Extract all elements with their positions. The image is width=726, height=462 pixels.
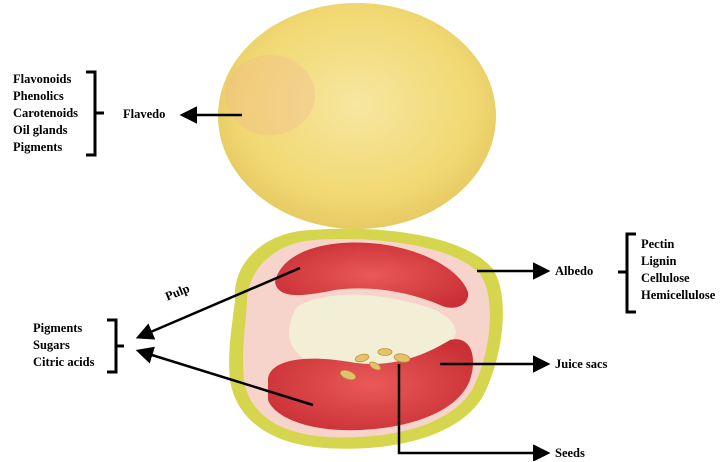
flavedo-component: Flavonoids <box>13 71 78 88</box>
pulp-components: Pigments Sugars Citric acids <box>33 320 94 371</box>
pulp-component: Pigments <box>33 320 94 337</box>
albedo-component: Cellulose <box>641 270 715 287</box>
seeds-label: Seeds <box>555 445 585 462</box>
flavedo-components: Flavonoids Phenolics Carotenoids Oil gla… <box>13 71 78 156</box>
flavedo-component: Phenolics <box>13 88 78 105</box>
flavedo-component: Oil glands <box>13 122 78 139</box>
pulp-component: Sugars <box>33 337 94 354</box>
albedo-component: Hemicellulose <box>641 287 715 304</box>
flavedo-component: Pigments <box>13 139 78 156</box>
flavedo-label: Flavedo <box>123 106 165 123</box>
albedo-component: Pectin <box>641 236 715 253</box>
flavedo-component: Carotenoids <box>13 105 78 122</box>
albedo-components: Pectin Lignin Cellulose Hemicellulose <box>641 236 715 304</box>
juice-sacs-label: Juice sacs <box>555 356 607 373</box>
halved-fruit <box>229 229 503 449</box>
whole-fruit-blush <box>225 55 315 135</box>
pulp-component: Citric acids <box>33 354 94 371</box>
flavedo-bracket <box>86 72 104 155</box>
albedo-bracket <box>618 234 636 312</box>
pulp-bracket <box>107 320 124 372</box>
albedo-label: Albedo <box>555 263 593 280</box>
albedo-component: Lignin <box>641 253 715 270</box>
